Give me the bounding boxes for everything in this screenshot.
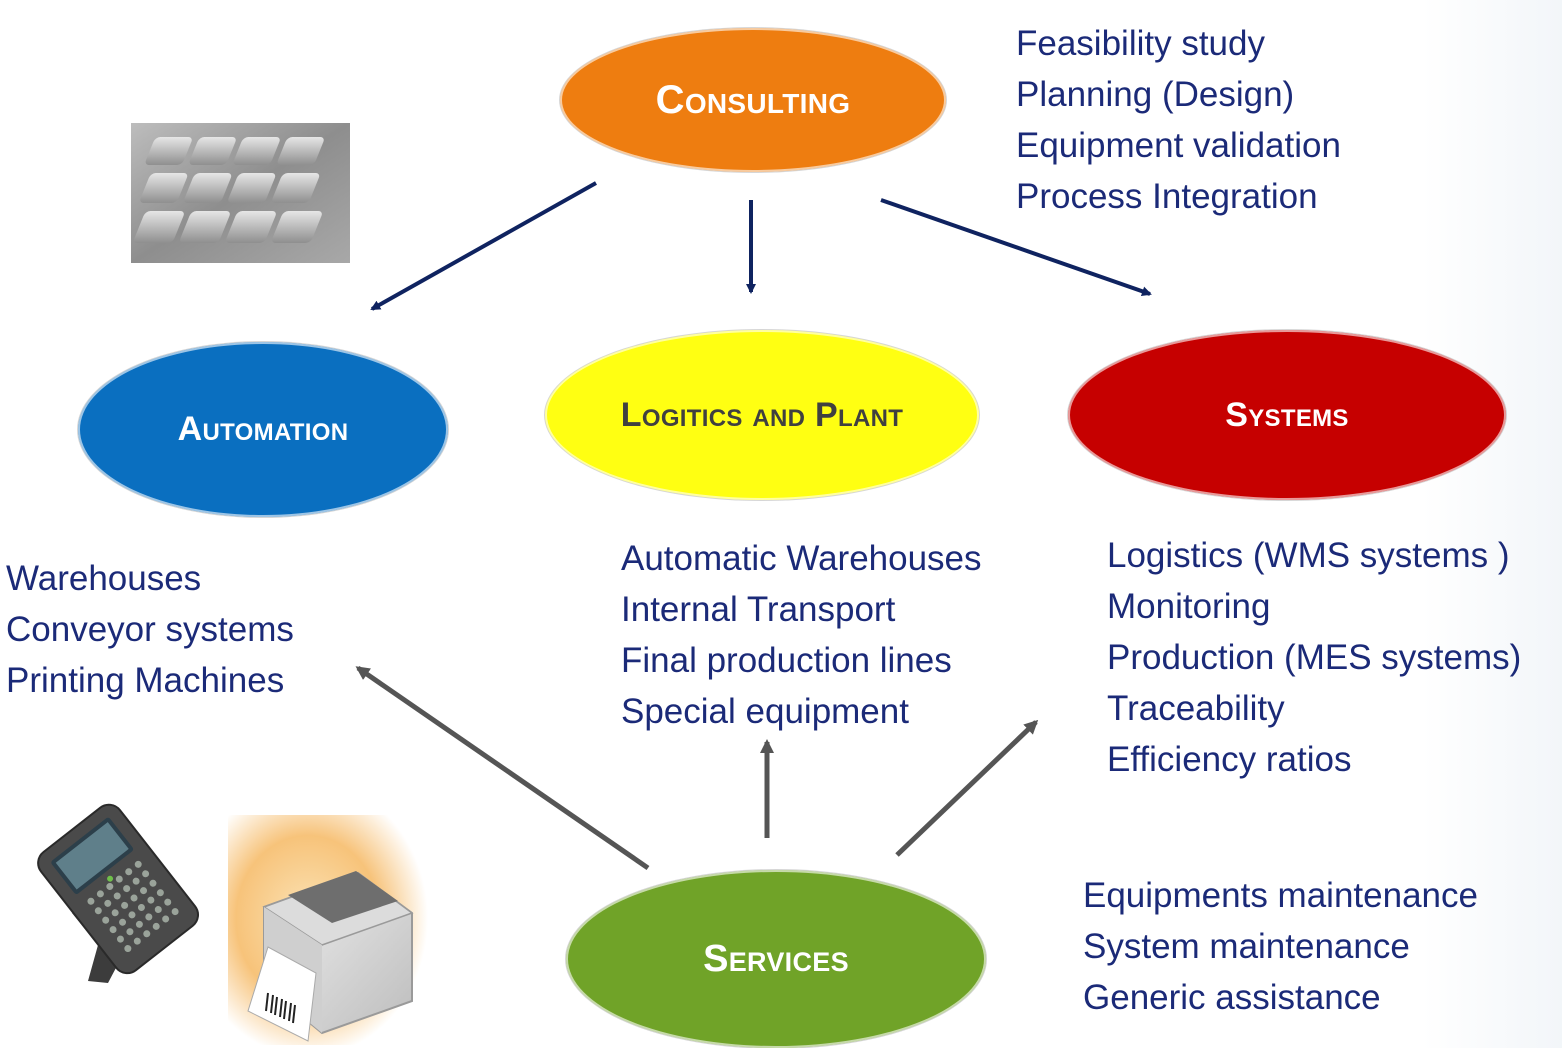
arrow-consulting-to-automation [370, 181, 597, 311]
list-item: Generic assistance [1083, 978, 1381, 1017]
scanner-image [37, 803, 200, 983]
arrow-services-to-systems [895, 719, 1039, 857]
list-item: System maintenance [1083, 927, 1410, 966]
list-item: Special equipment [621, 692, 909, 731]
node-automation: Automation [78, 342, 448, 517]
node-systems: Systems [1068, 330, 1506, 500]
node-logistics-and-plant: Logitics and Plant [545, 330, 979, 500]
list-item: Production (MES systems) [1107, 638, 1522, 677]
node-services-label: Services [703, 937, 849, 980]
list-item: Automatic Warehouses [621, 539, 982, 578]
services-items-list: Equipments maintenance System maintenanc… [1083, 870, 1478, 1023]
list-item: Final production lines [621, 641, 952, 680]
arrow-consulting-to-systems [880, 198, 1152, 297]
list-item: Conveyor systems [6, 610, 294, 649]
node-systems-label: Systems [1225, 395, 1349, 434]
list-item: Internal Transport [621, 590, 896, 629]
node-consulting-label: Consulting [655, 77, 851, 122]
systems-items-list: Logistics (WMS systems ) Monitoring Prod… [1107, 530, 1521, 785]
consulting-items-list: Feasibility study Planning (Design) Equi… [1016, 18, 1341, 222]
logistics-items-list: Automatic Warehouses Internal Transport … [621, 533, 982, 737]
node-automation-label: Automation [177, 410, 349, 448]
list-item: Warehouses [6, 559, 202, 598]
list-item: Equipments maintenance [1083, 876, 1478, 915]
background-gradient [1422, 0, 1562, 1048]
arrow-services-to-automation [355, 665, 650, 871]
printer-image [228, 815, 428, 1045]
list-item: Process Integration [1016, 177, 1318, 216]
list-item: Feasibility study [1016, 24, 1265, 63]
list-item: Monitoring [1107, 587, 1271, 626]
automation-items-list: Warehouses Conveyor systems Printing Mac… [6, 553, 294, 706]
list-item: Planning (Design) [1016, 75, 1295, 114]
node-logistics-label: Logitics and Plant [620, 395, 904, 434]
list-item: Traceability [1107, 689, 1285, 728]
keyboard-image [131, 123, 350, 263]
list-item: Equipment validation [1016, 126, 1341, 165]
list-item: Efficiency ratios [1107, 740, 1352, 779]
node-consulting: Consulting [560, 28, 946, 172]
node-services: Services [566, 870, 986, 1048]
list-item: Logistics (WMS systems ) [1107, 536, 1510, 575]
list-item: Printing Machines [6, 661, 285, 700]
